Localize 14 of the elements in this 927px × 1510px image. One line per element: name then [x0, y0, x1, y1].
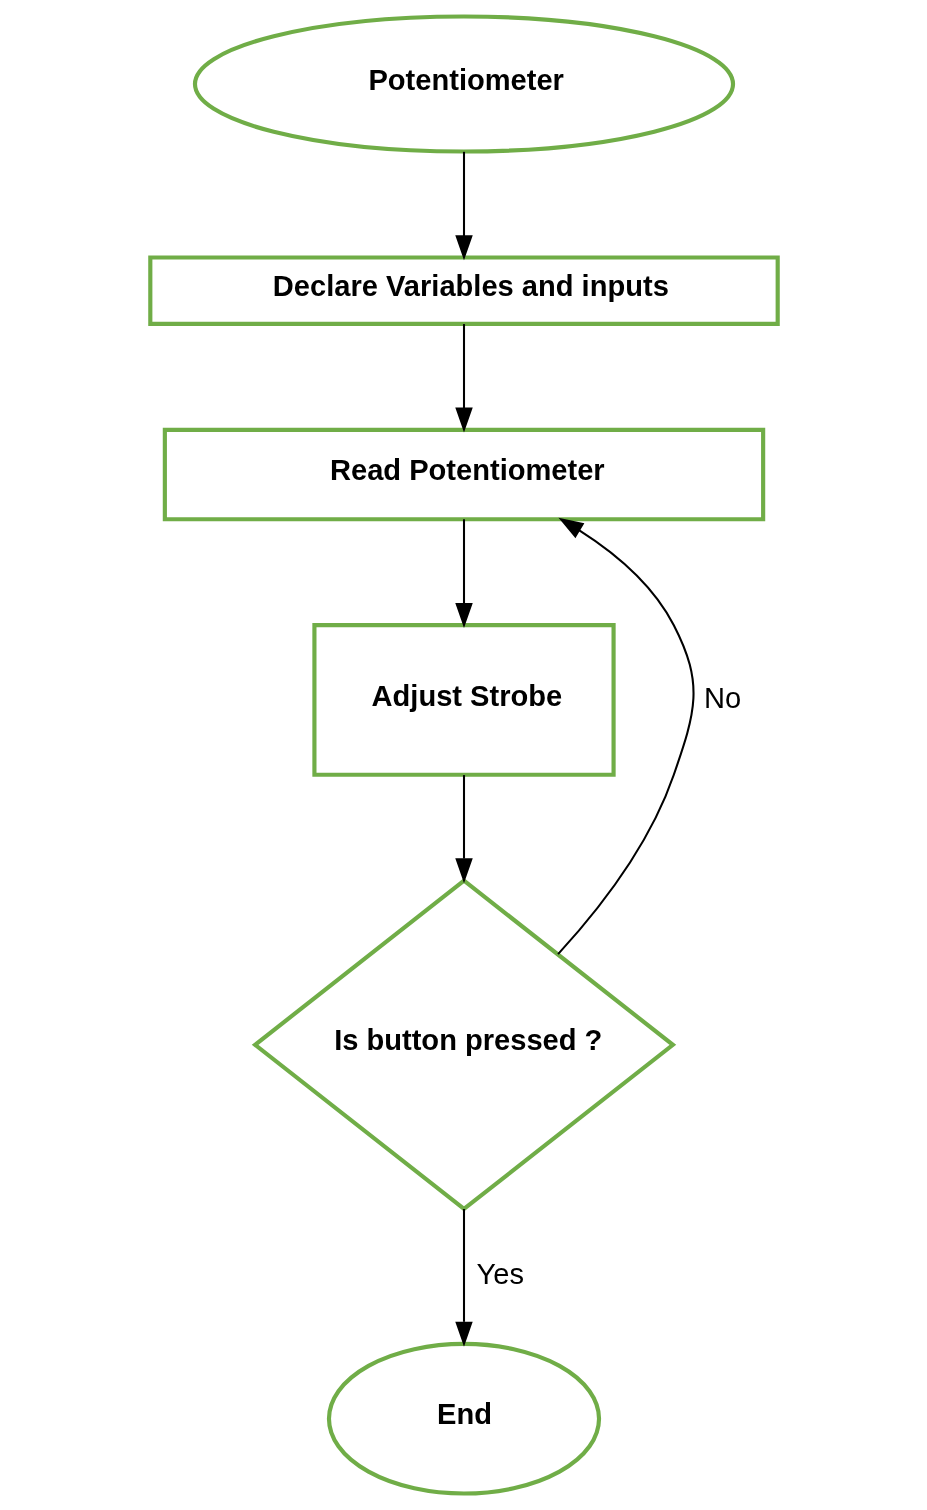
edge-label: Yes	[476, 1258, 524, 1291]
node-box: Read Potentiometer	[162, 427, 765, 522]
arrow	[454, 775, 473, 884]
arrow	[454, 1209, 473, 1347]
node-ellipse: End	[326, 1341, 601, 1496]
node-diamond: Is button pressed ?	[251, 878, 676, 1212]
edge-label: No	[703, 681, 741, 714]
node-ellipse: Potentiometer	[192, 14, 735, 154]
node-box: Adjust Strobe	[311, 623, 616, 777]
node-box: Declare Variables and inputs	[147, 255, 780, 326]
arrow	[454, 519, 473, 628]
arrow	[454, 324, 473, 433]
arrow	[556, 517, 694, 955]
arrow	[454, 151, 473, 261]
